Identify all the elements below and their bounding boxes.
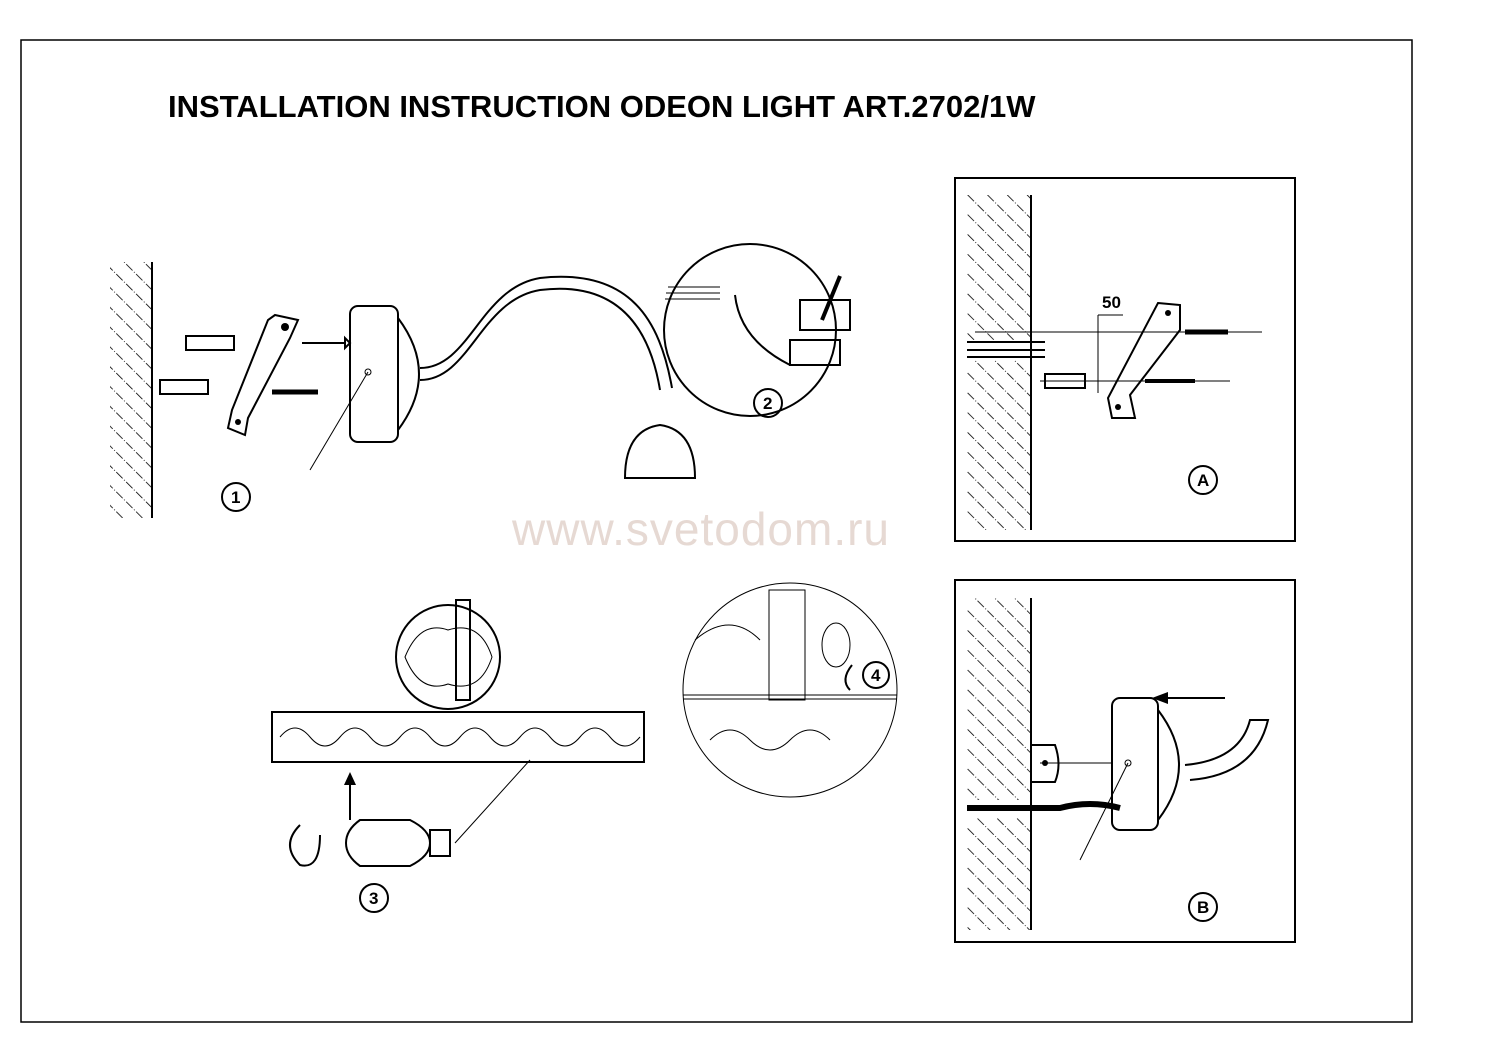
page-title: INSTALLATION INSTRUCTION ODEON LIGHT ART… [168, 89, 1036, 124]
step3-illustration: 3 [271, 599, 645, 913]
step-number-2: 2 [763, 394, 772, 413]
step-number-3: 3 [369, 889, 378, 908]
page-border [20, 39, 1413, 1023]
detail-a-panel: 50 A [954, 177, 1296, 542]
terminal-block-icon [799, 299, 851, 331]
mounting-bracket-icon [1106, 301, 1181, 419]
arm-and-shade-icon [419, 275, 697, 479]
wall-plug-icon [1044, 373, 1086, 389]
mounting-bracket-icon [226, 313, 300, 437]
watermark: www.svetodom.ru [511, 503, 890, 555]
step-number-4: 4 [871, 666, 881, 685]
step-number-1: 1 [231, 488, 240, 507]
decorative-bar [271, 711, 645, 763]
dimension-label: 50 [1102, 293, 1121, 312]
step2-wiring-detail: 2 [663, 243, 851, 418]
detail-label-a: A [1197, 471, 1209, 490]
wall-plug-icon [159, 335, 235, 395]
light-bulb-icon [344, 819, 451, 867]
step1-illustration: 1 [110, 262, 697, 518]
rotate-arrow-icon [289, 824, 321, 867]
canopy-icon [1111, 697, 1159, 831]
screw-icon [272, 335, 352, 395]
screwdriver-icon [820, 275, 842, 321]
detail-label-b: B [1197, 898, 1209, 917]
canopy-icon [309, 305, 420, 471]
rotate-arrow-icon [844, 664, 853, 691]
detail-b-panel: B [954, 579, 1296, 943]
step4-detail: 4 [682, 582, 898, 798]
